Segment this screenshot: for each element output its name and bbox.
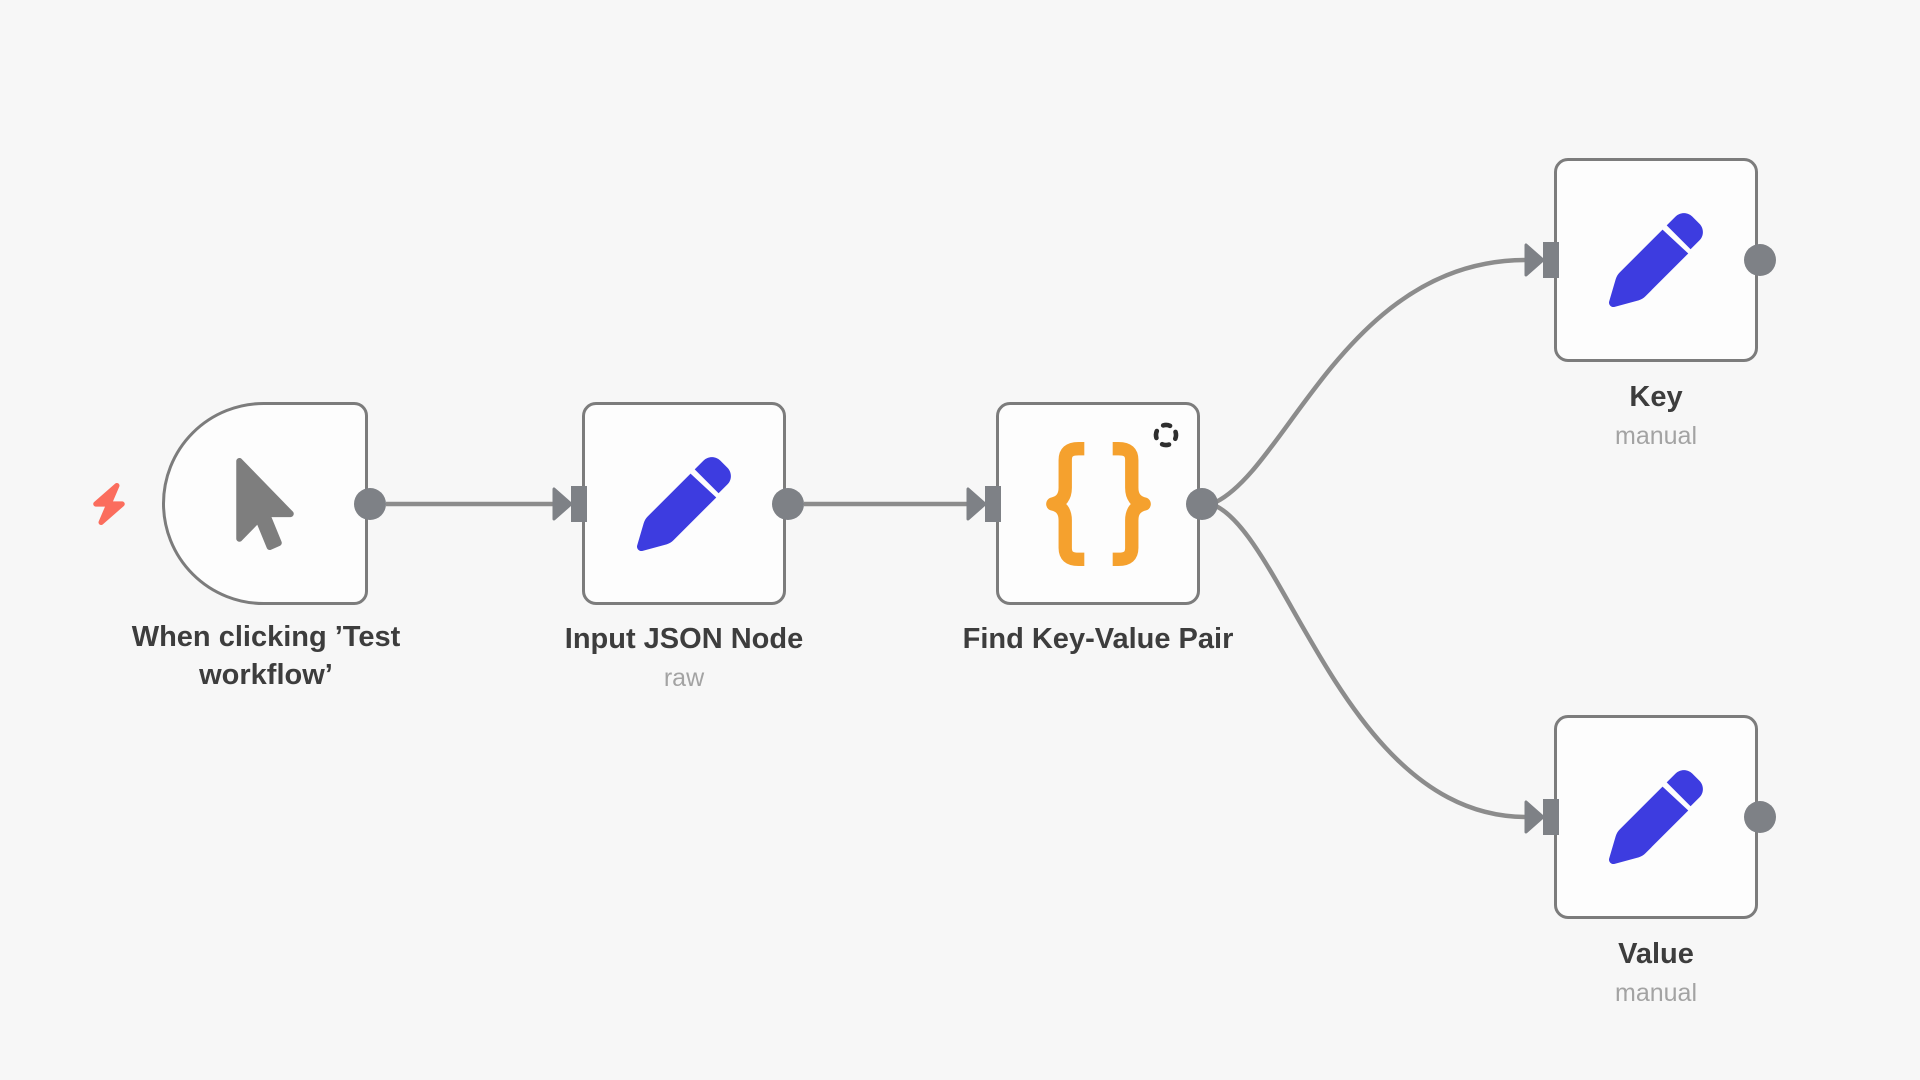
input-port-input-json[interactable] xyxy=(571,486,587,522)
trigger-bolt-icon xyxy=(93,483,125,525)
output-port-find-kv[interactable] xyxy=(1186,488,1218,520)
output-port-key[interactable] xyxy=(1744,244,1776,276)
edge-find-kv-to-key[interactable] xyxy=(1214,257,1527,505)
node-subtitle: manual xyxy=(1615,422,1697,450)
node-label-input-json: Input JSON Node raw xyxy=(484,620,884,693)
node-find-key-value-pair[interactable] xyxy=(996,402,1200,605)
node-label-key: Key manual xyxy=(1506,378,1806,451)
pencil-icon xyxy=(637,456,731,551)
pencil-icon xyxy=(1609,770,1703,864)
mouse-pointer-icon xyxy=(236,457,294,550)
node-input-json[interactable] xyxy=(582,402,786,605)
node-subtitle: raw xyxy=(663,664,705,692)
output-port-input-json[interactable] xyxy=(772,488,804,520)
brace-right-icon xyxy=(1111,441,1151,566)
node-manual-trigger[interactable] xyxy=(162,402,368,605)
node-subtitle: manual xyxy=(1615,979,1697,1007)
edge-arrowhead[interactable] xyxy=(552,487,573,521)
node-title: Key xyxy=(1629,381,1683,413)
node-title: Value xyxy=(1618,938,1694,970)
spinner-icon xyxy=(1153,422,1179,448)
node-label-manual-trigger: When clicking ’Test workflow’ xyxy=(91,618,441,694)
edge-arrowhead[interactable] xyxy=(1524,243,1545,277)
input-port-key[interactable] xyxy=(1543,242,1559,278)
node-value[interactable] xyxy=(1554,715,1758,919)
input-port-value[interactable] xyxy=(1543,799,1559,835)
edge-find-kv-to-value[interactable] xyxy=(1214,503,1527,820)
node-label-value: Value manual xyxy=(1506,935,1806,1008)
curly-braces-icon xyxy=(1045,441,1151,566)
output-port-trigger[interactable] xyxy=(354,488,386,520)
brace-left-icon xyxy=(1045,441,1085,566)
node-title: When clicking ’Test workflow’ xyxy=(131,621,401,691)
node-title: Input JSON Node xyxy=(564,623,804,655)
pencil-icon xyxy=(1609,213,1703,307)
output-port-value[interactable] xyxy=(1744,801,1776,833)
edge-arrowhead[interactable] xyxy=(1524,800,1545,834)
node-key[interactable] xyxy=(1554,158,1758,362)
node-title: Find Key-Value Pair xyxy=(962,623,1234,655)
input-port-find-kv[interactable] xyxy=(985,486,1001,522)
edge-arrowhead[interactable] xyxy=(966,487,987,521)
node-label-find-key-value-pair: Find Key-Value Pair xyxy=(878,620,1318,658)
